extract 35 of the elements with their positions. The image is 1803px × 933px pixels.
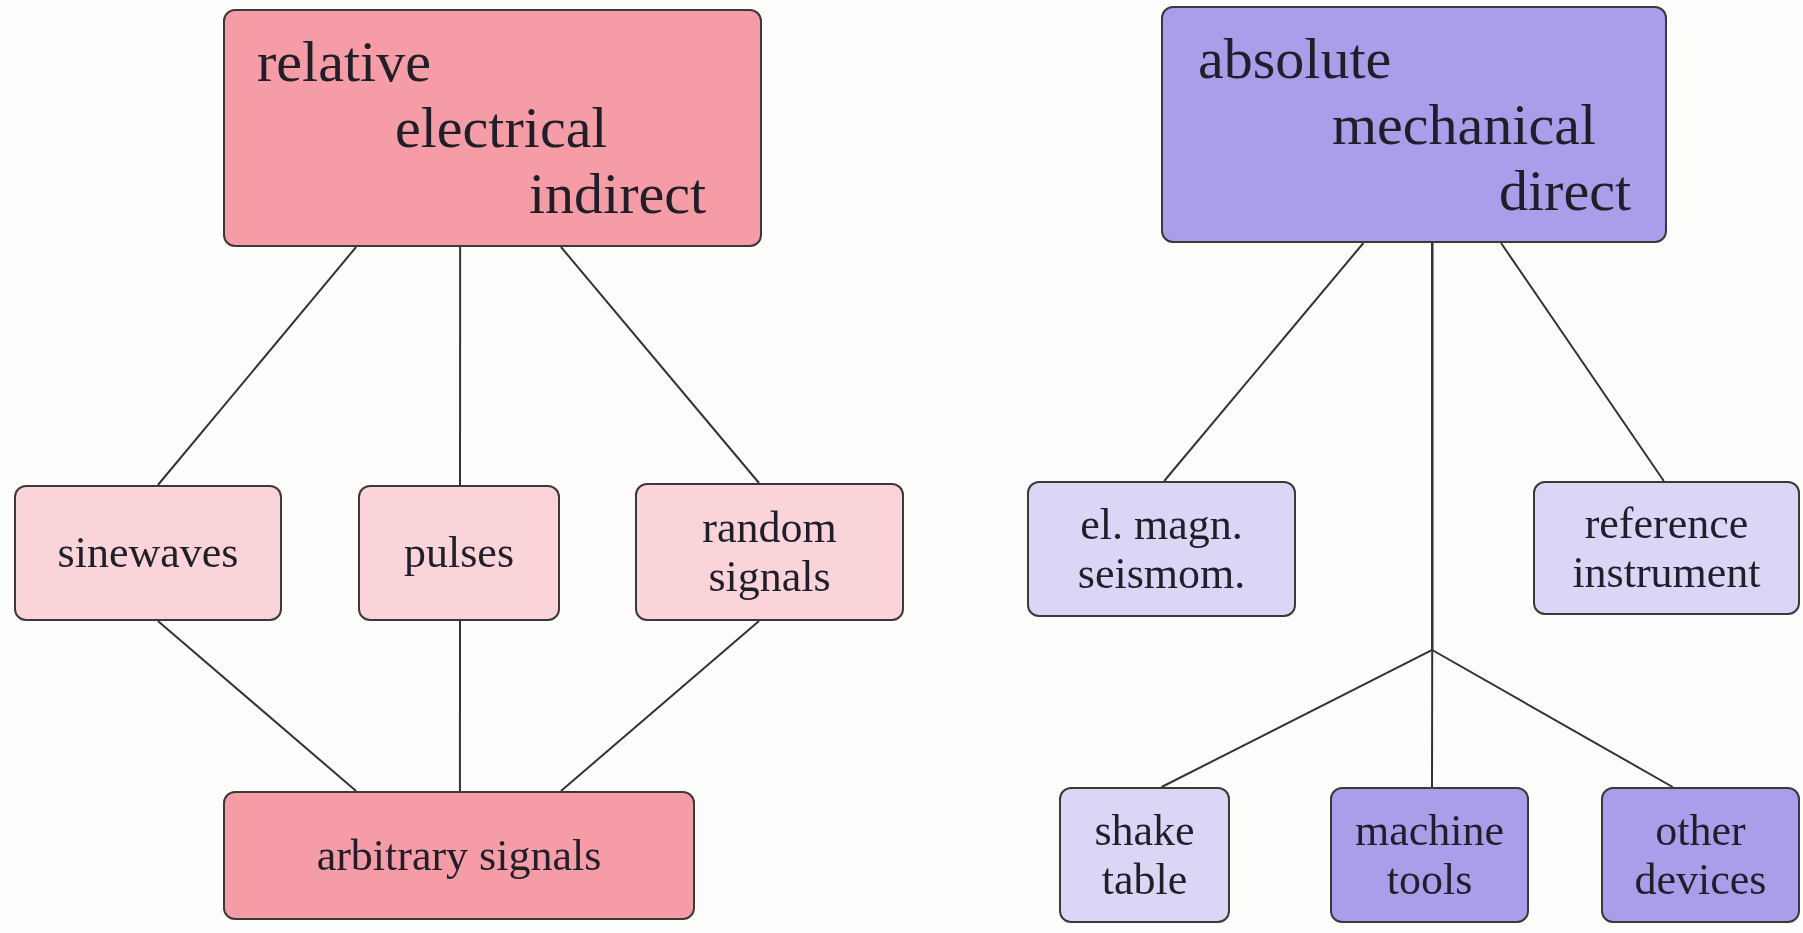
connector-line	[1431, 242, 1674, 788]
item-label: arbitrary signals	[316, 830, 602, 881]
item-label: sinewaves	[57, 528, 239, 578]
category-term: absolute	[1198, 25, 1392, 92]
connector-line	[1500, 242, 1665, 482]
item-label: reference instrument	[1571, 498, 1762, 598]
item-label: el. magn. seismom.	[1076, 499, 1247, 599]
item-label: machine tools	[1353, 805, 1505, 905]
connector-line	[156, 246, 358, 486]
category-term: mechanical	[1332, 91, 1597, 158]
item-label: random signals	[701, 502, 838, 602]
connector-line	[156, 620, 358, 792]
item-label: shake table	[1093, 805, 1196, 905]
item-box	[1330, 787, 1529, 923]
connector-line	[559, 246, 760, 484]
item-box	[1533, 481, 1800, 615]
item-box	[358, 485, 560, 621]
item-box	[1059, 787, 1230, 923]
item-box	[14, 485, 282, 621]
category-box	[1161, 6, 1667, 243]
item-label: pulses	[404, 528, 514, 578]
category-box	[223, 9, 762, 247]
item-box	[1027, 481, 1296, 617]
item-label: other devices	[1633, 805, 1768, 905]
category-term: relative	[257, 29, 431, 95]
item-box	[635, 483, 904, 621]
connector-line	[559, 620, 760, 792]
category-term: direct	[1499, 157, 1632, 224]
category-term: indirect	[529, 161, 707, 227]
connector-line	[459, 246, 462, 486]
connector-line	[1163, 242, 1365, 482]
connector-line	[458, 620, 461, 792]
category-term: electrical	[395, 95, 608, 161]
item-box	[1601, 787, 1800, 923]
item-box	[223, 791, 695, 920]
